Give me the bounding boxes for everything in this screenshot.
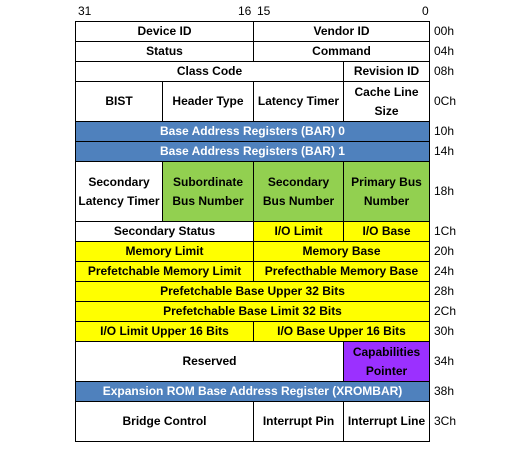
offset-label: 3Ch [434, 414, 457, 428]
subordinate-bus-number-field: Subordinate Bus Number [162, 161, 254, 222]
offset-label: 38h [434, 384, 455, 398]
interrupt-line-field: Interrupt Line [343, 401, 430, 442]
cache-line-size-field: Cache Line Size [343, 81, 430, 122]
offset-label: 18h [434, 184, 455, 198]
latency-timer-field: Latency Timer [253, 81, 344, 122]
interrupt-pin-field: Interrupt Pin [253, 401, 344, 442]
reserved-field: Reserved [75, 341, 344, 382]
offset-label: 0Ch [434, 94, 457, 108]
io-base-upper-field: I/O Base Upper 16 Bits [253, 321, 430, 342]
bit-16-label: 16 [238, 4, 252, 18]
offset-label: 34h [434, 354, 455, 368]
secondary-latency-timer-field: Secondary Latency Timer [75, 161, 163, 222]
io-limit-field: I/O Limit [253, 221, 344, 242]
offset-label: 00h [434, 24, 455, 38]
memory-base-field: Memory Base [253, 241, 430, 262]
secondary-bus-number-field: Secondary Bus Number [253, 161, 344, 222]
device-id-field: Device ID [75, 21, 254, 42]
class-code-field: Class Code [75, 61, 344, 82]
capabilities-pointer-field: Capabilities Pointer [343, 341, 430, 382]
prefetchable-limit-upper-field: Prefetchable Base Limit 32 Bits [75, 301, 430, 322]
bist-field: BIST [75, 81, 163, 122]
prefetchable-memory-base-field: Prefecthable Memory Base [253, 261, 430, 282]
header-type-field: Header Type [162, 81, 254, 122]
offset-label: 2Ch [434, 304, 457, 318]
status-field: Status [75, 41, 254, 62]
secondary-status-field: Secondary Status [75, 221, 254, 242]
io-limit-upper-field: I/O Limit Upper 16 Bits [75, 321, 254, 342]
offset-label: 08h [434, 64, 455, 78]
offset-label: 28h [434, 284, 455, 298]
revision-id-field: Revision ID [343, 61, 430, 82]
offset-label: 30h [434, 324, 455, 338]
offset-label: 1Ch [434, 224, 457, 238]
pci-bridge-config-header-table: Device ID Vendor ID Status Command Class… [75, 21, 430, 442]
bar0-field: Base Address Registers (BAR) 0 [75, 121, 430, 142]
bit-31-label: 31 [78, 4, 92, 18]
offset-label: 14h [434, 144, 455, 158]
command-field: Command [253, 41, 430, 62]
offset-label: 04h [434, 44, 455, 58]
offset-label: 24h [434, 264, 455, 278]
bit-15-label: 15 [257, 4, 271, 18]
io-base-field: I/O Base [343, 221, 430, 242]
prefetchable-memory-limit-field: Prefetchable Memory Limit [75, 261, 254, 282]
vendor-id-field: Vendor ID [253, 21, 430, 42]
memory-limit-field: Memory Limit [75, 241, 254, 262]
bit-0-label: 0 [422, 4, 429, 18]
bridge-control-field: Bridge Control [75, 401, 254, 442]
primary-bus-number-field: Primary Bus Number [343, 161, 430, 222]
expansion-rom-bar-field: Expansion ROM Base Address Register (XRO… [75, 381, 430, 402]
offset-label: 10h [434, 124, 455, 138]
offset-label: 20h [434, 244, 455, 258]
prefetchable-base-upper-field: Prefetchable Base Upper 32 Bits [75, 281, 430, 302]
bar1-field: Base Address Registers (BAR) 1 [75, 141, 430, 162]
